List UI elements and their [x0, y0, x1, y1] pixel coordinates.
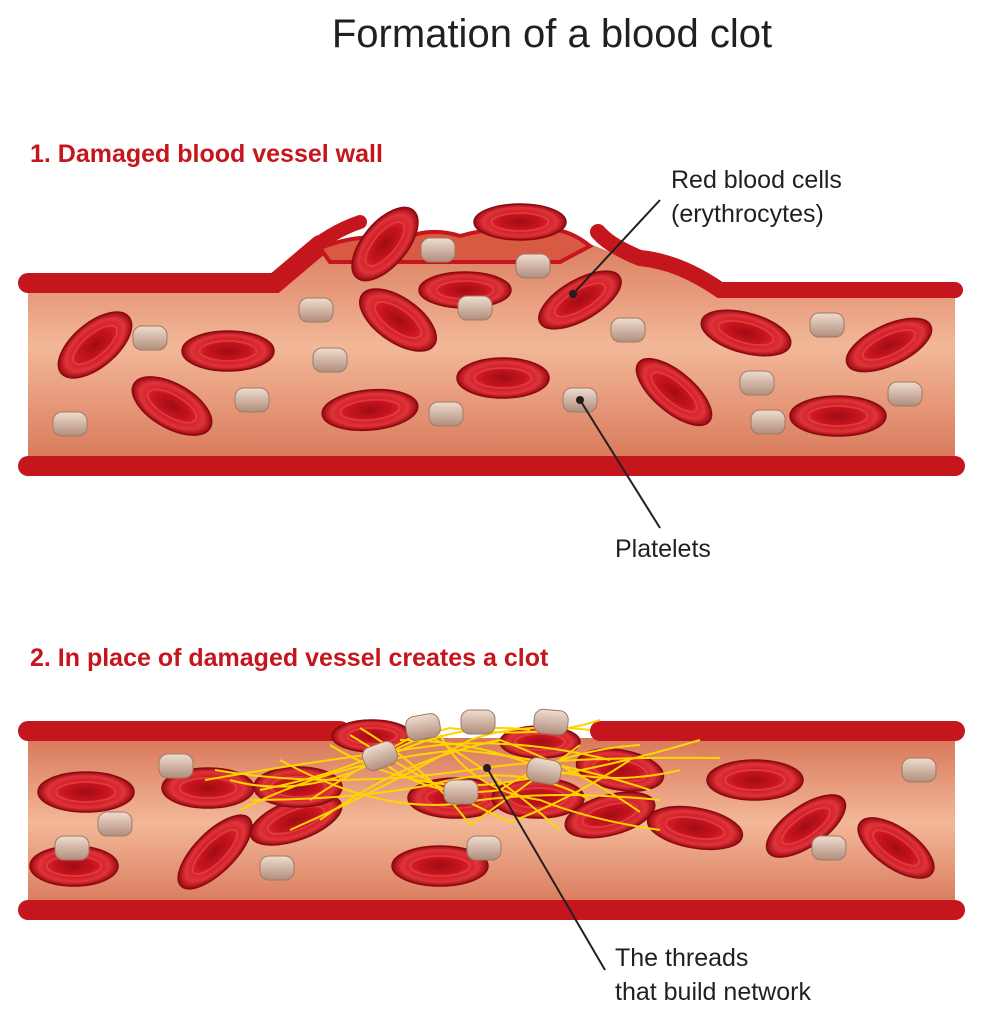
platelet: [526, 757, 562, 785]
fibrin-thread: [329, 739, 701, 787]
platelet: [405, 713, 441, 741]
vessel-1: [18, 203, 965, 476]
red-blood-cell: [700, 309, 792, 357]
red-blood-cell: [181, 330, 275, 372]
diagram-title: Formation of a blood clot: [331, 12, 773, 56]
red-blood-cells-label-line-2: (erythrocytes): [671, 200, 824, 228]
red-blood-cells-label-line-1: Red blood cells: [671, 166, 842, 194]
red-blood-cells-label: Red blood cells (erythrocytes): [671, 163, 842, 231]
fibrin-thread: [319, 738, 641, 821]
platelet: [460, 709, 496, 735]
platelet: [54, 835, 90, 861]
red-blood-cell: [57, 311, 133, 379]
red-blood-cell: [321, 388, 419, 432]
pointer-dot-red-blood-cells: [569, 290, 577, 298]
vessel-1-torn-flap-left: [293, 215, 367, 265]
platelet: [234, 387, 270, 413]
red-blood-cell: [177, 814, 253, 890]
fibrin-thread: [349, 734, 631, 824]
platelet: [515, 253, 551, 279]
red-blood-cell: [789, 395, 887, 437]
platelet: [811, 835, 847, 861]
platelets-label: Platelets: [615, 535, 711, 563]
fibrin-thread: [399, 739, 681, 779]
pointer-dot-platelets: [576, 396, 584, 404]
red-blood-cell: [37, 771, 135, 813]
fibrin-thread: [204, 742, 611, 781]
platelet: [259, 855, 295, 881]
threads-label: The threads that build network: [615, 941, 811, 1009]
step-1-heading: 1. Damaged blood vessel wall: [30, 140, 383, 168]
red-blood-cell: [456, 357, 550, 399]
red-blood-cell: [646, 805, 744, 851]
red-blood-cell: [845, 317, 933, 373]
red-blood-cell: [538, 270, 622, 330]
vessel-1-torn-flap-right: [590, 224, 963, 298]
fibrin-thread: [439, 734, 661, 831]
platelet: [361, 740, 399, 772]
red-blood-cell: [131, 376, 213, 436]
fibrin-thread: [279, 759, 661, 806]
platelet: [298, 297, 334, 323]
platelet: [312, 347, 348, 373]
platelet: [443, 779, 479, 805]
platelet: [52, 411, 88, 437]
platelet: [466, 835, 502, 861]
vessel-2: [18, 708, 965, 920]
threads-label-line-2: that build network: [615, 978, 811, 1006]
platelet: [739, 370, 775, 396]
platelet: [428, 401, 464, 427]
red-blood-cell: [706, 759, 804, 801]
red-blood-cell: [857, 817, 935, 879]
platelet: [97, 811, 133, 837]
fibrin-thread: [214, 756, 721, 781]
threads-label-line-1: The threads: [615, 944, 749, 972]
red-blood-cell: [635, 357, 713, 427]
platelet: [132, 325, 168, 351]
platelet: [887, 381, 923, 407]
red-blood-cell: [473, 203, 567, 241]
step-2-heading: 2. In place of damaged vessel creates a …: [30, 644, 549, 672]
platelet: [610, 317, 646, 343]
platelet: [420, 237, 456, 263]
platelet: [158, 753, 194, 779]
pointer-dot-threads: [483, 764, 491, 772]
pointer-threads: [486, 767, 606, 971]
platelet: [901, 757, 937, 783]
platelet: [457, 295, 493, 321]
red-blood-cell: [391, 845, 489, 887]
vessel-1-upper-wall: [18, 235, 330, 293]
platelet: [533, 708, 569, 736]
platelet: [750, 409, 786, 435]
platelet: [809, 312, 845, 338]
pointer-red-blood-cells: [572, 199, 661, 295]
pointer-platelets: [579, 399, 661, 529]
red-blood-cell: [351, 206, 419, 282]
